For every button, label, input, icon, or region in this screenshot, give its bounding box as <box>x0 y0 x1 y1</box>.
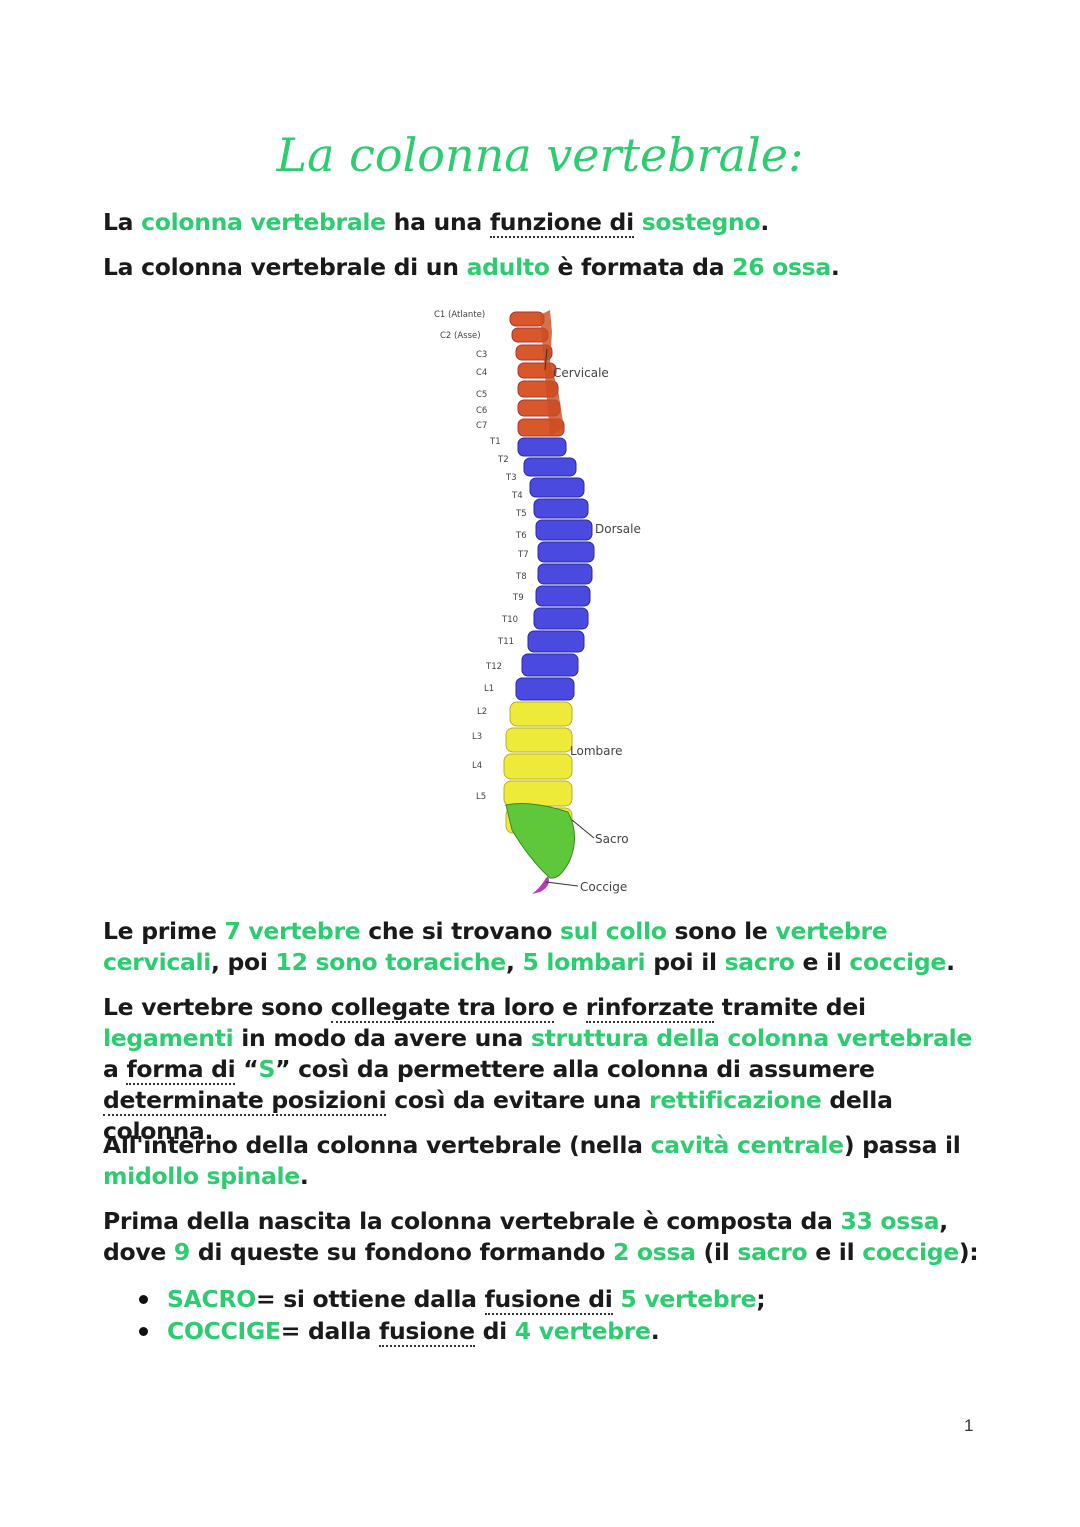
label-l3: L3 <box>472 732 482 742</box>
thoracic-vertebrae <box>515 437 595 701</box>
label-l5: L5 <box>476 792 486 802</box>
label-l2: L2 <box>477 707 487 717</box>
bullet-icon <box>139 1327 148 1336</box>
page-title: La colonna vertebrale: <box>276 128 804 182</box>
coccyx <box>532 876 549 894</box>
label-c3: C3 <box>476 350 487 360</box>
paragraph-2: La colonna vertebrale di un adulto è for… <box>103 253 840 281</box>
label-t8: T8 <box>515 572 527 582</box>
label-c1: C1 (Atlante) <box>434 310 485 320</box>
cervical-vertebrae <box>509 310 565 437</box>
label-t9: T9 <box>512 593 524 603</box>
label-t12: T12 <box>485 662 502 672</box>
label-t10: T10 <box>501 615 518 625</box>
pointer-lines <box>544 348 595 887</box>
label-t7: T7 <box>517 550 529 560</box>
bullet-list: SACRO= si ottiene dalla fusione di 5 ver… <box>135 1285 766 1349</box>
label-c5: C5 <box>476 390 487 400</box>
paragraph-6: Prima della nascita la colonna vertebral… <box>103 1207 979 1266</box>
spine-diagram: C1 (Atlante) C2 (Asse) C3 C4 C5 C6 C7 T1… <box>434 310 641 894</box>
sacrum <box>505 803 575 879</box>
label-t3: T3 <box>505 473 517 483</box>
label-t6: T6 <box>515 531 527 541</box>
region-labels: Cervicale Dorsale Lombare Sacro Coccige <box>553 366 641 894</box>
label-t1: T1 <box>489 437 501 447</box>
label-c4: C4 <box>476 368 487 378</box>
page-number: 1 <box>964 1416 974 1435</box>
label-t4: T4 <box>511 491 523 501</box>
label-cervicale: Cervicale <box>553 366 609 380</box>
label-coccige: Coccige <box>580 880 627 894</box>
label-sacro: Sacro <box>595 832 629 846</box>
label-dorsale: Dorsale <box>595 522 641 536</box>
paragraph-5: All'interno della colonna vertebrale (ne… <box>103 1131 961 1190</box>
label-l1: L1 <box>484 684 494 694</box>
paragraph-3: Le prime 7 vertebre che si trovano sul c… <box>103 917 955 976</box>
label-lombare: Lombare <box>570 744 623 758</box>
vertebra-labels: C1 (Atlante) C2 (Asse) C3 C4 C5 C6 C7 T1… <box>434 310 529 802</box>
label-c2: C2 (Asse) <box>440 331 481 341</box>
label-t2: T2 <box>497 455 509 465</box>
paragraph-4: Le vertebre sono collegate tra loro e ri… <box>103 993 973 1145</box>
label-t5: T5 <box>515 509 527 519</box>
paragraph-1: La colonna vertebrale ha una funzione di… <box>103 208 769 238</box>
list-item: COCCIGE= dalla fusione di 4 vertebre. <box>135 1317 765 1349</box>
label-l4: L4 <box>472 761 482 771</box>
bullet-icon <box>139 1295 148 1304</box>
label-t11: T11 <box>497 637 514 647</box>
label-c6: C6 <box>476 406 487 416</box>
list-item: SACRO= si ottiene dalla fusione di 5 ver… <box>135 1285 766 1317</box>
label-c7: C7 <box>476 421 487 431</box>
